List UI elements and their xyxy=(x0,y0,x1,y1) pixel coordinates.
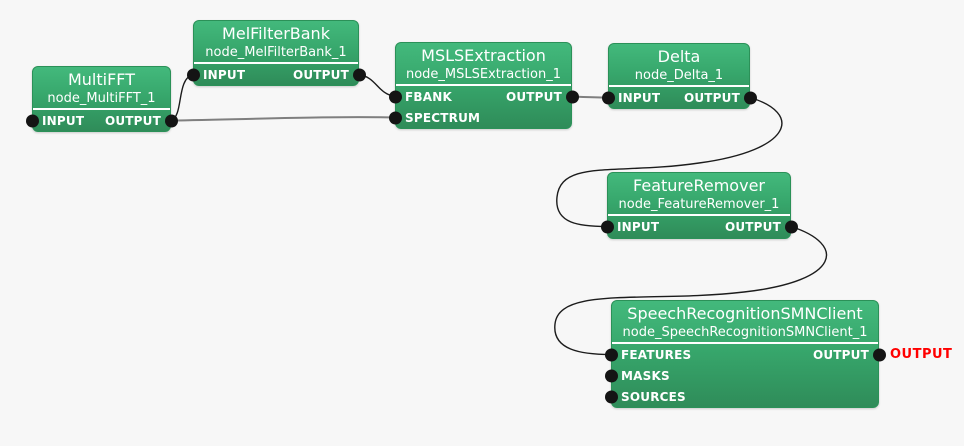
input-port-label: INPUT xyxy=(203,67,246,82)
node-header: Delta node_Delta_1 xyxy=(609,44,749,87)
output-port-label: OUTPUT xyxy=(292,67,349,82)
input-port-pin[interactable] xyxy=(25,114,39,127)
port-row: SPECTRUM xyxy=(388,107,571,128)
node-title: MSLSExtraction xyxy=(421,46,546,65)
port-row: FEATURES OUTPUT xyxy=(604,344,886,365)
wire-multifft-output-to-melfilterbank-input[interactable] xyxy=(170,73,194,122)
output-port-pin[interactable] xyxy=(872,348,886,361)
input-port-pin[interactable] xyxy=(186,68,200,81)
node-melfilterbank[interactable]: MelFilterBank node_MelFilterBank_1 INPUT… xyxy=(186,20,366,86)
node-instance-name: node_SpeechRecognitionSMNClient_1 xyxy=(622,325,868,340)
output-port-pin[interactable] xyxy=(784,220,798,233)
port-row: FBANK OUTPUT xyxy=(388,86,579,107)
output-port-label: OUTPUT xyxy=(724,219,781,234)
input-port-label: INPUT xyxy=(618,90,661,105)
wire-delta-output-to-featureremover-input[interactable] xyxy=(556,96,783,228)
node-instance-name: node_MultiFFT_1 xyxy=(47,91,156,106)
node-title: Delta xyxy=(657,47,701,66)
input-port-pin-fbank[interactable] xyxy=(388,90,402,103)
output-port-label: OUTPUT xyxy=(812,347,869,362)
input-port-pin[interactable] xyxy=(601,91,615,104)
port-row: INPUT OUTPUT xyxy=(601,87,757,108)
node-header: MelFilterBank node_MelFilterBank_1 xyxy=(194,21,358,64)
node-title: FeatureRemover xyxy=(633,176,765,195)
input-port-label: SOURCES xyxy=(621,389,686,404)
input-port-label: SPECTRUM xyxy=(405,110,481,125)
node-title: SpeechRecognitionSMNClient xyxy=(627,304,863,323)
input-port-label: MASKS xyxy=(621,368,670,383)
node-header: FeatureRemover node_FeatureRemover_1 xyxy=(608,173,790,216)
wire-featureremover-output-to-speechrecognition-features[interactable] xyxy=(554,225,828,356)
node-instance-name: node_FeatureRemover_1 xyxy=(618,197,780,212)
node-title: MultiFFT xyxy=(67,70,135,89)
output-port-pin[interactable] xyxy=(565,90,579,103)
output-port-pin[interactable] xyxy=(352,68,366,81)
input-port-pin-features[interactable] xyxy=(604,348,618,361)
input-port-label: FBANK xyxy=(405,89,452,104)
input-port-pin[interactable] xyxy=(600,220,614,233)
input-port-label: INPUT xyxy=(42,113,85,128)
node-header: MSLSExtraction node_MSLSExtraction_1 xyxy=(396,43,571,86)
node-speechrecognitionsmnclient[interactable]: SpeechRecognitionSMNClient node_SpeechRe… xyxy=(604,300,886,408)
input-port-label: FEATURES xyxy=(621,347,692,362)
port-row: MASKS xyxy=(604,365,878,386)
node-header: SpeechRecognitionSMNClient node_SpeechRe… xyxy=(612,301,878,344)
port-row: INPUT OUTPUT xyxy=(186,64,366,85)
node-title: MelFilterBank xyxy=(222,24,330,43)
node-multifft[interactable]: MultiFFT node_MultiFFT_1 INPUT OUTPUT xyxy=(25,66,178,132)
input-port-label: INPUT xyxy=(617,219,660,234)
node-instance-name: node_Delta_1 xyxy=(634,68,724,83)
port-row: INPUT OUTPUT xyxy=(600,216,798,237)
node-header: MultiFFT node_MultiFFT_1 xyxy=(33,67,170,110)
output-port-label: OUTPUT xyxy=(104,113,161,128)
input-port-pin-masks[interactable] xyxy=(604,369,618,382)
network-output-terminal[interactable]: OUTPUT xyxy=(890,347,953,362)
output-port-label: OUTPUT xyxy=(505,89,562,104)
node-instance-name: node_MSLSExtraction_1 xyxy=(405,67,562,82)
node-featureremover[interactable]: FeatureRemover node_FeatureRemover_1 INP… xyxy=(600,172,798,239)
input-port-pin-sources[interactable] xyxy=(604,390,618,403)
output-port-pin[interactable] xyxy=(164,114,178,127)
port-row: INPUT OUTPUT xyxy=(25,110,178,131)
input-port-pin-spectrum[interactable] xyxy=(388,111,402,124)
node-mslsextraction[interactable]: MSLSExtraction node_MSLSExtraction_1 FBA… xyxy=(388,42,579,129)
node-delta[interactable]: Delta node_Delta_1 INPUT OUTPUT xyxy=(601,43,757,109)
output-port-pin[interactable] xyxy=(743,91,757,104)
port-row: SOURCES xyxy=(604,386,878,407)
wire-multifft-output-to-mslsextraction-spectrum[interactable] xyxy=(170,116,396,122)
node-instance-name: node_MelFilterBank_1 xyxy=(205,45,347,60)
output-port-label: OUTPUT xyxy=(683,90,740,105)
